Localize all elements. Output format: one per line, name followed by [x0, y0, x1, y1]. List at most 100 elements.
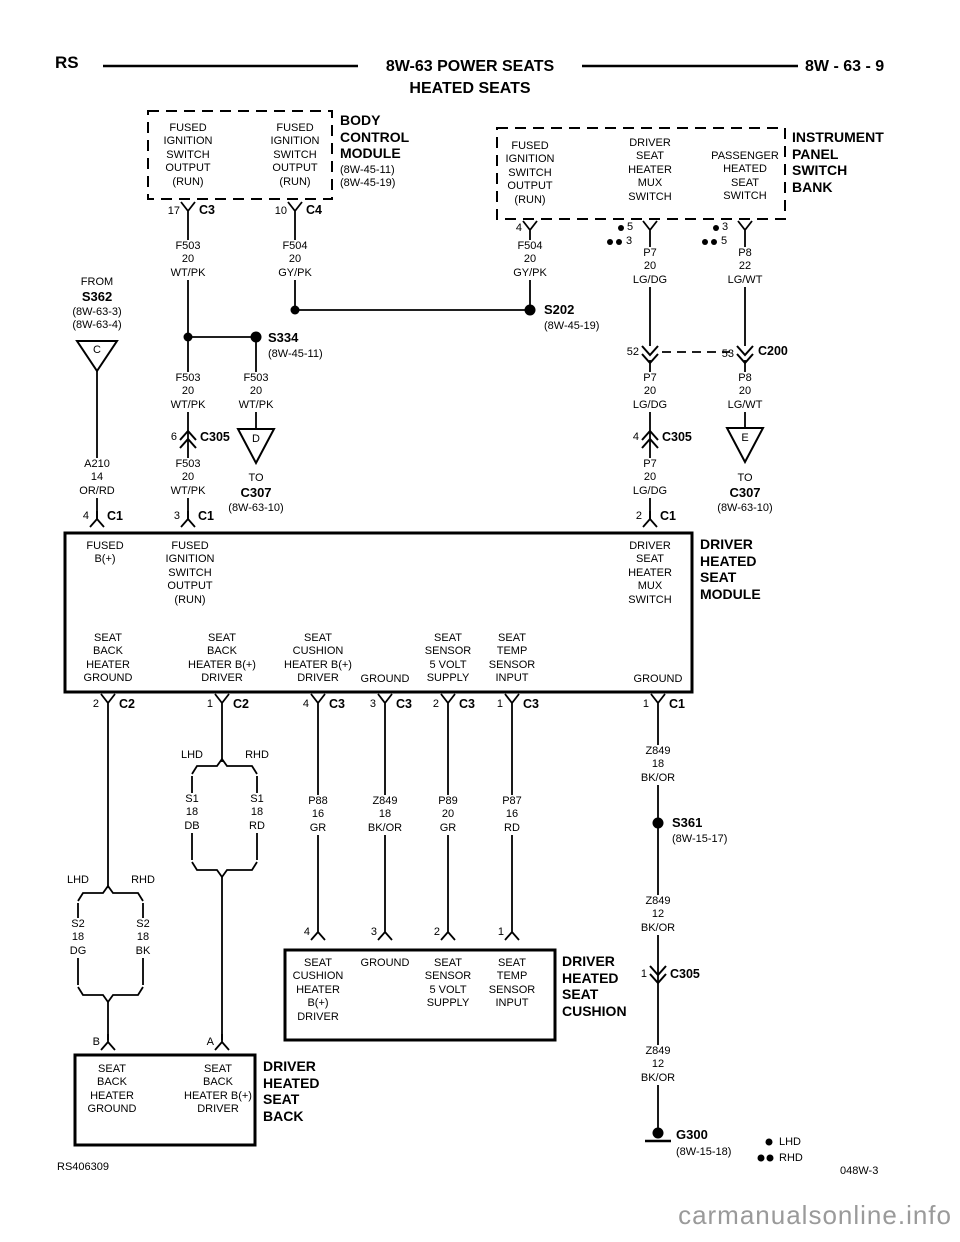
takeout-triangles [75, 340, 765, 466]
ip-col1-pin: 4 [515, 222, 522, 234]
ip-col2-label: DRIVER SEAT HEATER MUX SWITCH [626, 137, 674, 205]
wire-z849-12-label-1: Z849 12 BK/OR [638, 895, 678, 936]
wire-s1-lhd-label: S1 18 DB [182, 793, 202, 834]
ip-col3-label: PASSENGER HEATED SEAT SWITCH [709, 150, 781, 204]
module-seat-back-b-label: SEAT BACK HEATER B(+) DRIVER [188, 632, 256, 685]
c1-4-name: C1 [107, 509, 123, 523]
takeout-e-to: TO [735, 472, 755, 486]
wire-p88-label: P88 16 GR [306, 795, 330, 836]
module-fused-ign-label: FUSED IGNITION SWITCH OUTPUT (RUN) [165, 540, 215, 606]
c1-3-pin: 3 [173, 510, 180, 522]
c2-1-name: C2 [233, 697, 249, 711]
s362-name: S362 [79, 289, 115, 305]
c200-pin52: 52 [626, 346, 639, 358]
s334-name: S334 [268, 330, 299, 345]
cushion-pin-1: 1 [497, 926, 504, 938]
legend-lhd-label: LHD [779, 1136, 802, 1148]
bcm-output2-label: FUSED IGNITION SWITCH OUTPUT (RUN) [268, 122, 322, 190]
c1-1-pin: 1 [642, 698, 649, 710]
s361-name: S361 [672, 815, 703, 830]
c3-2-name: C3 [459, 697, 475, 711]
wire-f504-label-2: F504 20 GY/PK [511, 240, 549, 281]
wire-p87-label: P87 16 RD [500, 795, 524, 836]
ip-col2-pin-lhd: 5 [627, 221, 634, 233]
takeout-e-ref: (8W-63-10) [715, 502, 775, 516]
c2-2-pin: 2 [92, 698, 99, 710]
c3-1-name: C3 [523, 697, 539, 711]
legend-rhd-label: RHD [779, 1152, 803, 1164]
c3-4-pin: 4 [302, 698, 309, 710]
legend-dots [757, 1138, 774, 1162]
wire-s1-rhd-label: S1 18 RD [247, 793, 267, 834]
c305-6-name: C305 [200, 430, 230, 444]
ip-title: INSTRUMENT PANEL SWITCH BANK [792, 129, 884, 195]
ip-col1-label: FUSED IGNITION SWITCH OUTPUT (RUN) [503, 140, 557, 208]
s2-lhd-label: LHD [64, 874, 92, 888]
module-top-pins [89, 511, 658, 528]
seat-cushion-box-outline [283, 948, 557, 1042]
wire-a210-label: A210 14 OR/RD [77, 458, 117, 499]
c3-3-pin: 3 [369, 698, 376, 710]
c1-4-pin: 4 [82, 510, 89, 522]
takeout-e-name: C307 [727, 485, 763, 501]
wire-f504-label-1: F504 20 GY/PK [276, 240, 314, 281]
page-number: 8W - 63 - 9 [805, 58, 885, 75]
wire-f503-label-1: F503 20 WT/PK [168, 240, 208, 281]
module-seat-cushion-b-label: SEAT CUSHION HEATER B(+) DRIVER [284, 632, 352, 685]
c305-6-pin: 6 [170, 431, 177, 443]
module-seat-back-ground-label: SEAT BACK HEATER GROUND [83, 632, 133, 685]
c2-2-name: C2 [119, 697, 135, 711]
wire-p7-label-2: P7 20 LG/DG [630, 372, 670, 413]
c200-name: C200 [758, 344, 788, 358]
cushion-pin-3: 3 [370, 926, 377, 938]
module-temp-label: SEAT TEMP SENSOR INPUT [488, 632, 536, 685]
page-code: RS [55, 53, 79, 72]
wire-f503-label-3: F503 20 WT/PK [236, 372, 276, 413]
back-box-pins [100, 1034, 230, 1051]
s362-from-label: FROM [78, 276, 116, 290]
back-ground-label: SEAT BACK HEATER GROUND [87, 1063, 137, 1116]
cushion-title: DRIVER HEATED SEAT CUSHION [562, 953, 627, 1019]
wire-s2-rhd-label: S2 18 BK [133, 918, 153, 959]
c305-4-pin: 4 [632, 431, 639, 443]
c305-1-pin: 1 [640, 968, 647, 980]
c1-2-pin: 2 [635, 510, 642, 522]
cushion-pin-2: 2 [433, 926, 440, 938]
module-ground1-label: GROUND [360, 673, 410, 685]
g300-ref: (8W-15-18) [676, 1146, 732, 1158]
wire-z849-18-label-1: Z849 18 BK/OR [365, 795, 405, 836]
connector-pin-symbols-top [180, 201, 753, 240]
s202-ref: (8W-45-19) [544, 320, 600, 332]
c305-4-name: C305 [662, 430, 692, 444]
module-fused-b-label: FUSED B(+) [86, 540, 124, 566]
ip-col2-pin-rhd: 3 [626, 235, 633, 247]
back-pin-a: A [206, 1036, 214, 1048]
c2-1-pin: 1 [206, 698, 213, 710]
back-heater-b-label: SEAT BACK HEATER B(+) DRIVER [184, 1063, 252, 1116]
module-sensor-5v-label: SEAT SENSOR 5 VOLT SUPPLY [424, 632, 472, 685]
wire-p8-label-2: P8 20 LG/WT [725, 372, 765, 413]
wire-p89-label: P89 20 GR [436, 795, 460, 836]
takeout-e-letter: E [741, 432, 749, 444]
cushion-temp-label: SEAT TEMP SENSOR INPUT [488, 957, 536, 1010]
seat-back-box-outline [73, 1053, 257, 1147]
bcm-connector2-name: C4 [306, 203, 322, 217]
wire-z849-12-label-2: Z849 12 BK/OR [638, 1045, 678, 1086]
c1-2-name: C1 [660, 509, 676, 523]
bcm-box-outline [147, 110, 333, 200]
takeout-d-name: C307 [238, 485, 274, 501]
c3-1-pin: 1 [496, 698, 503, 710]
c1-3-name: C1 [198, 509, 214, 523]
g300-name: G300 [676, 1127, 708, 1142]
c3-2-pin: 2 [432, 698, 439, 710]
c200-pin53: 53 [721, 348, 734, 360]
cushion-box-pins [310, 924, 520, 941]
s334-ref: (8W-45-11) [268, 348, 323, 360]
s361-ref: (8W-15-17) [672, 833, 728, 845]
back-pin-b: B [92, 1036, 100, 1048]
wire-p7-label-1: P7 20 LG/DG [630, 247, 670, 288]
back-title: DRIVER HEATED SEAT BACK [263, 1058, 320, 1124]
s2-rhd-label: RHD [129, 874, 157, 888]
ground-symbol [645, 1127, 671, 1143]
bcm-pin2-number: 10 [274, 205, 287, 217]
